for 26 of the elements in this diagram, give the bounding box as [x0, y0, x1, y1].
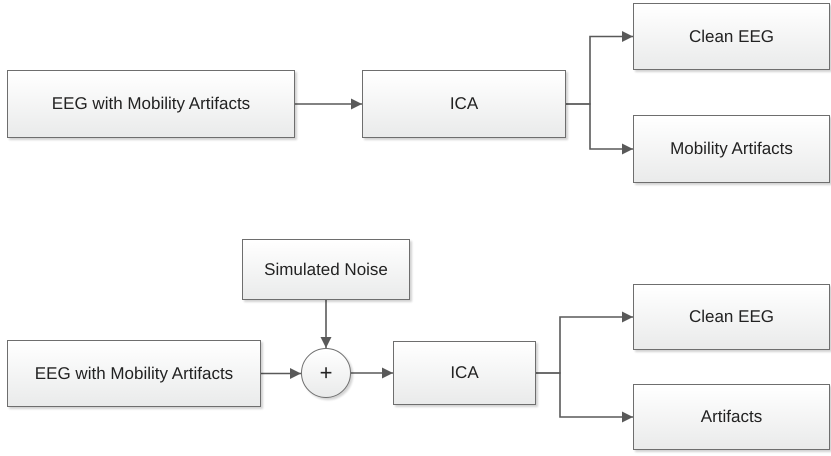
box-label: Artifacts — [700, 407, 762, 427]
arrow — [351, 368, 393, 378]
box-label: Clean EEG — [688, 307, 774, 327]
box-label: EEG with Mobility Artifacts — [34, 364, 234, 384]
arrow — [536, 372, 633, 422]
process-box — [7, 70, 295, 138]
process-box — [362, 70, 566, 138]
process-box — [633, 384, 830, 450]
box-label: Mobility Artifacts — [670, 139, 793, 159]
process-box — [7, 340, 261, 407]
process-box — [242, 239, 410, 300]
plus-sign: + — [320, 360, 332, 386]
summing-junction — [301, 348, 351, 398]
box-label: Clean EEG — [688, 26, 774, 46]
arrow — [295, 98, 362, 110]
box-label: ICA — [450, 94, 478, 114]
process-box — [393, 341, 536, 405]
box-label: ICA — [450, 363, 479, 383]
box-label: EEG with Mobility Artifacts — [52, 94, 250, 114]
arrow — [566, 103, 633, 154]
box-label: Simulated Noise — [264, 260, 388, 280]
process-box — [633, 284, 830, 350]
arrow — [261, 368, 301, 379]
process-box — [633, 3, 830, 70]
arrow — [320, 300, 332, 348]
process-box — [633, 115, 830, 183]
